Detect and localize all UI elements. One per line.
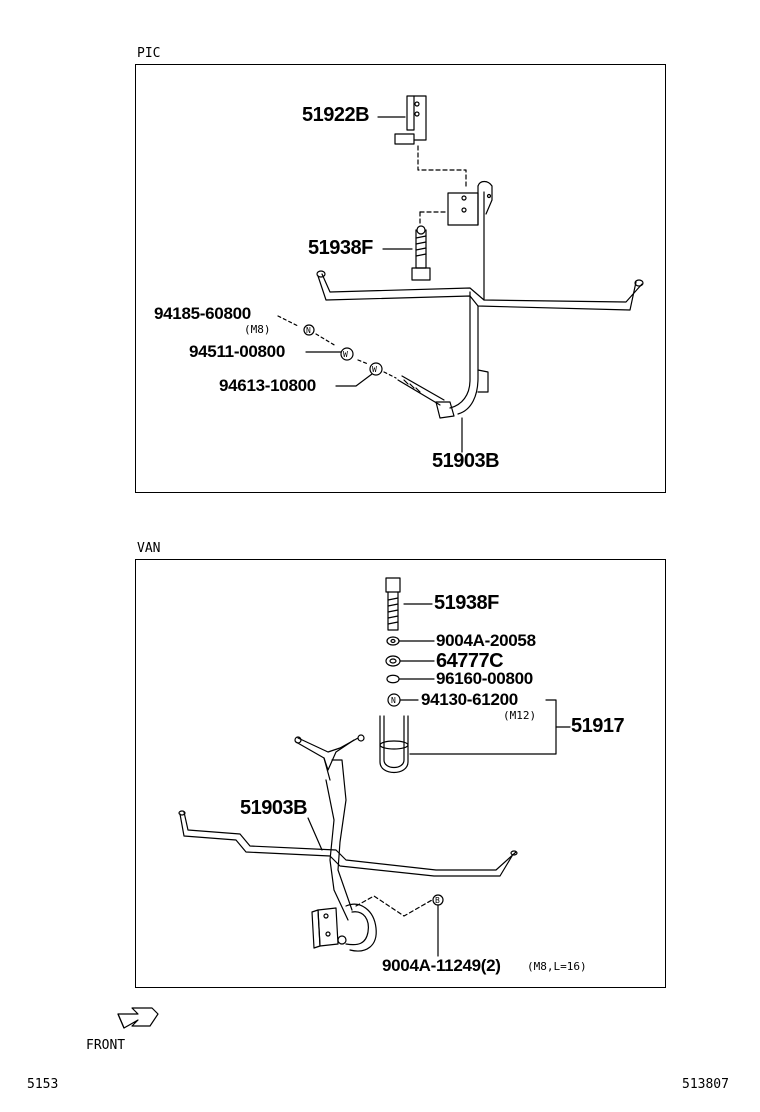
van-part-nut: 94130-61200 — [421, 690, 518, 709]
svg-text:N: N — [306, 326, 311, 335]
pic-part-carrier: 51903B — [432, 450, 500, 472]
van-part-bolt2: 9004A-11249(2) — [382, 956, 501, 975]
pic-part-bolt: 51938F — [308, 237, 373, 259]
pic-part-nut: 94185-60800 — [154, 304, 251, 323]
svg-text:N: N — [391, 696, 396, 705]
svg-text:W: W — [372, 365, 377, 374]
pic-part-nut-spec: (M8) — [244, 323, 271, 336]
footer-right-code: 513807 — [682, 1077, 729, 1092]
van-carrier-frame — [178, 734, 518, 952]
pic-carrier-bar — [316, 270, 644, 419]
van-part-lockwasher: 96160-00800 — [436, 669, 533, 688]
front-direction-label: FRONT — [86, 1038, 126, 1053]
pic-bracket-shape — [394, 95, 427, 145]
svg-text:W: W — [343, 350, 348, 359]
van-part-bolt: 51938F — [434, 592, 499, 614]
van-panel-label: VAN — [137, 541, 161, 556]
van-part-seat: 64777C — [436, 650, 504, 672]
pic-side-bolt — [397, 375, 445, 406]
pic-part-bracket: 51922B — [302, 104, 370, 126]
van-part-washer: 9004A-20058 — [436, 631, 536, 650]
van-part-assy: 51917 — [571, 715, 625, 737]
pic-part-washer2: 94613-10800 — [219, 376, 316, 395]
van-bolt-shape — [385, 577, 401, 631]
svg-text:B: B — [435, 896, 440, 905]
van-part-nut-spec: (M12) — [503, 709, 537, 722]
van-panel — [135, 559, 666, 988]
pic-panel-label: PIC — [137, 46, 161, 61]
van-u-bolt — [379, 715, 409, 774]
van-part-carrier: 51903B — [240, 797, 308, 819]
front-arrow-icon — [117, 1007, 159, 1029]
pic-mount-block — [447, 180, 493, 301]
pic-part-washer1: 94511-00800 — [189, 342, 285, 361]
van-part-bolt2-spec: (M8,L=16) — [527, 960, 587, 973]
footer-left-code: 5153 — [27, 1077, 59, 1092]
pic-bolt-shape — [411, 225, 431, 281]
pic-panel — [135, 64, 666, 493]
